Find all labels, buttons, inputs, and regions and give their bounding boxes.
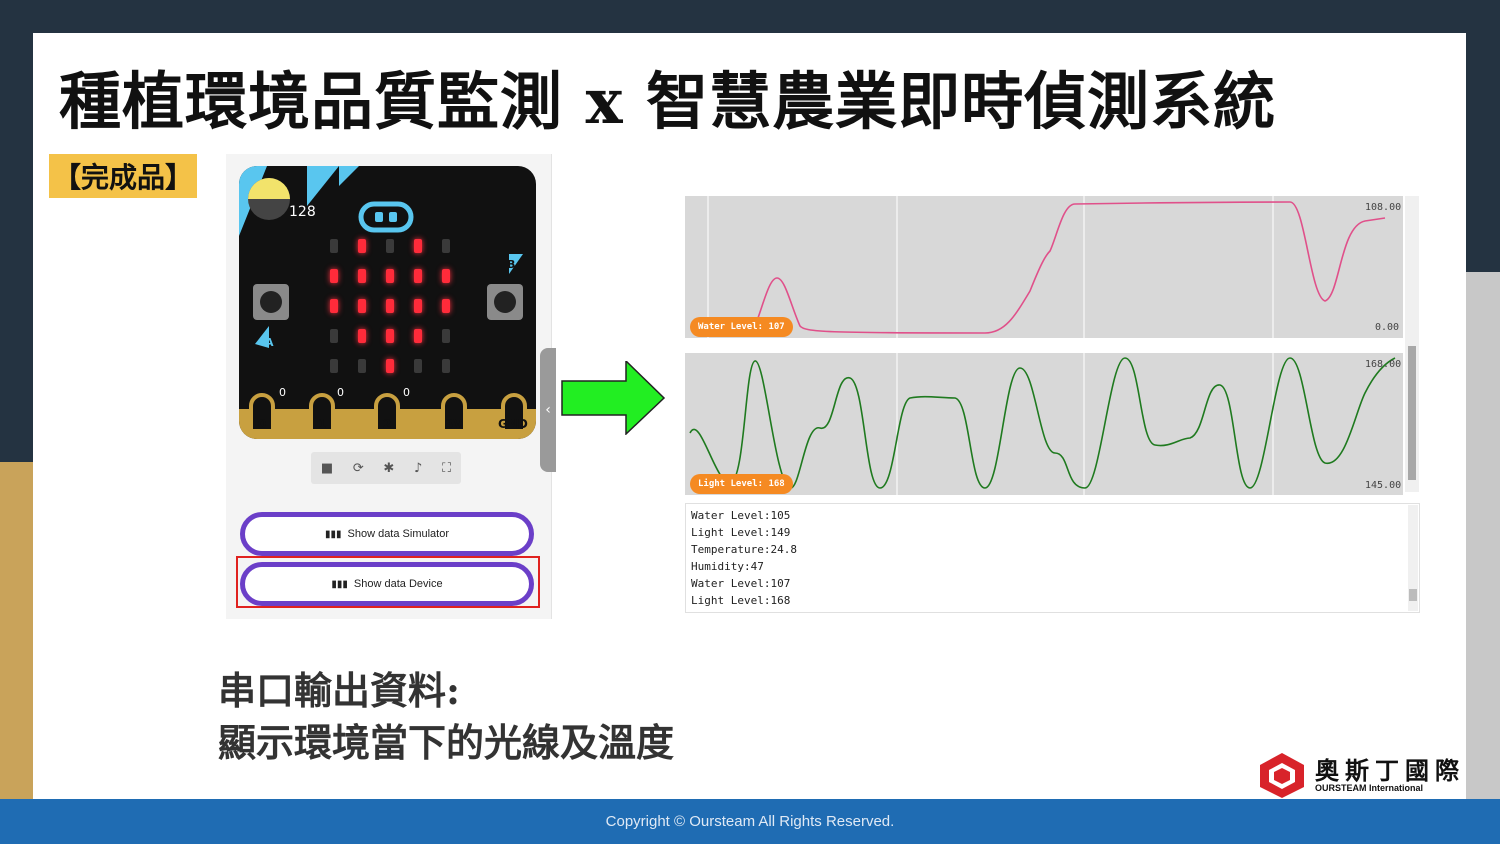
caption-line-2: 顯示環境當下的光線及溫度 — [218, 720, 675, 765]
led — [330, 329, 338, 343]
plotter-scroll-thumb[interactable] — [1408, 346, 1416, 480]
led — [330, 359, 338, 373]
slide: 種植環境品質監測 x 智慧農業即時偵測系統 【完成品】 128 A B — [33, 33, 1466, 799]
led — [358, 269, 366, 283]
audio-icon[interactable]: ♪ — [414, 460, 423, 476]
light-level-max: 168.00 — [1365, 359, 1402, 370]
led — [330, 299, 338, 313]
led — [414, 359, 422, 373]
stop-icon[interactable]: ■ — [320, 460, 334, 476]
pin-label-2: 2 — [383, 417, 392, 431]
led — [442, 269, 450, 283]
led — [386, 269, 394, 283]
pin-label-1: 1 — [318, 417, 327, 431]
oursteam-logo: 奧斯丁國際 OURSTEAM International — [1257, 751, 1462, 799]
light-level-plot — [689, 353, 1396, 495]
bar-chart-icon: ▮▮▮ — [331, 578, 348, 590]
pin-value-0: 0 — [279, 386, 286, 399]
pin-label-gnd: GND — [498, 417, 528, 431]
console-scroll-thumb[interactable] — [1409, 589, 1417, 601]
slide-title: 種植環境品質監測 x 智慧農業即時偵測系統 — [59, 65, 1277, 138]
water-level-badge: Water Level: 107 — [690, 317, 793, 337]
button-b[interactable] — [487, 284, 523, 320]
water-level-max: 108.00 — [1365, 202, 1402, 213]
console-scrollbar[interactable] — [1408, 505, 1418, 611]
light-level-chart: Light Level: 168 168.00 145.00 — [685, 353, 1403, 495]
button-a[interactable] — [253, 284, 289, 320]
simulator-toolbar: ■ ⟳ ✱ ♪ ⛶ — [311, 452, 461, 484]
light-level-badge: Light Level: 168 — [690, 474, 793, 494]
chevron-left-icon: ‹ — [545, 402, 551, 418]
microbit-board[interactable]: 128 A B 0 1 2 3V GND 0 0 0 — [239, 166, 536, 439]
show-data-simulator-button[interactable]: ▮▮▮ Show data Simulator — [240, 512, 534, 556]
microbit-simulator: 128 A B 0 1 2 3V GND 0 0 0 ■ ⟳ ✱ ♪ — [226, 154, 552, 619]
caption: 串口輸出資料: 顯示環境當下的光線及溫度 — [218, 665, 674, 769]
led — [386, 299, 394, 313]
led — [442, 329, 450, 343]
led — [330, 269, 338, 283]
led — [414, 239, 422, 253]
water-level-plot — [707, 196, 1386, 338]
led — [358, 299, 366, 313]
pin-label-3v: 3V — [445, 417, 463, 431]
led — [442, 359, 450, 373]
pin-1[interactable] — [309, 393, 335, 433]
led — [330, 239, 338, 253]
led — [358, 239, 366, 253]
led — [386, 329, 394, 343]
pin-value-2: 0 — [403, 386, 410, 399]
light-level-readout: 128 — [289, 204, 316, 220]
led — [414, 299, 422, 313]
caption-line-1: 串口輸出資料: — [218, 668, 461, 713]
show-data-simulator-label: Show data Simulator — [347, 528, 450, 540]
led — [442, 239, 450, 253]
led — [442, 299, 450, 313]
restart-icon[interactable]: ⟳ — [352, 460, 364, 476]
finished-product-tag: 【完成品】 — [49, 154, 198, 198]
debug-icon[interactable]: ✱ — [383, 460, 395, 476]
console-line: Water Level:105 — [691, 509, 791, 522]
console-line: Light Level:168 — [691, 594, 791, 607]
background-gray-band — [1460, 272, 1500, 802]
logo-subtitle: OURSTEAM International — [1315, 783, 1424, 793]
water-level-min: 0.00 — [1375, 322, 1400, 333]
led — [358, 359, 366, 373]
fullscreen-icon[interactable]: ⛶ — [442, 460, 452, 476]
plotter-scrollbar[interactable] — [1405, 196, 1419, 492]
led — [386, 239, 394, 253]
logo-name: 奧斯丁國際 — [1315, 757, 1465, 785]
console-line: Light Level:149 — [691, 526, 791, 539]
light-level-min: 145.00 — [1365, 480, 1402, 491]
show-data-device-label: Show data Device — [353, 578, 443, 590]
collapse-handle[interactable]: ‹ — [540, 348, 556, 472]
pin-value-1: 0 — [337, 386, 344, 399]
green-arrow-icon — [561, 361, 666, 435]
board-decor — [239, 166, 523, 348]
cube-logo-icon — [1260, 753, 1304, 798]
button-a-label: A — [265, 336, 274, 349]
console-line: Water Level:107 — [691, 577, 791, 590]
pin-0[interactable] — [249, 393, 275, 433]
button-b-label: B — [507, 258, 516, 271]
led — [414, 269, 422, 283]
bar-chart-icon: ▮▮▮ — [324, 528, 342, 540]
pin-gnd[interactable] — [501, 393, 527, 433]
console-line: Humidity:47 — [691, 560, 764, 573]
pin-2[interactable] — [374, 393, 400, 433]
highlight-box — [236, 556, 540, 608]
led — [386, 359, 394, 373]
show-data-device-button[interactable]: ▮▮▮ Show data Device — [240, 562, 534, 606]
footer: Copyright © Oursteam All Rights Reserved… — [0, 799, 1500, 844]
pin-3v[interactable] — [441, 393, 467, 433]
water-level-chart: Water Level: 107 108.00 0.00 — [685, 196, 1403, 338]
console-line: Temperature:24.8 — [691, 543, 797, 556]
serial-console[interactable]: Water Level:105 Light Level:149 Temperat… — [685, 503, 1420, 613]
led — [414, 329, 422, 343]
led — [358, 329, 366, 343]
pin-label-0: 0 — [258, 417, 267, 431]
copyright-text: Copyright © Oursteam All Rights Reserved… — [605, 813, 895, 830]
